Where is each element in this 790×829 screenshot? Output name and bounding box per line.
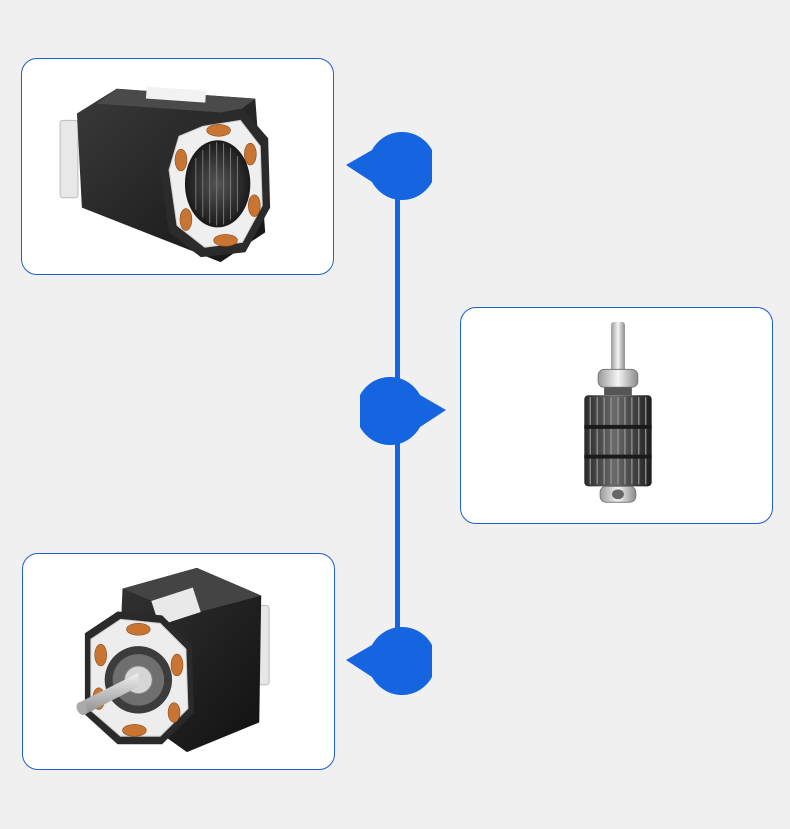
timeline-marker-bottom — [342, 625, 432, 695]
motor-stator-image — [59, 86, 271, 263]
rotor-card — [460, 307, 773, 524]
timeline-marker-top — [342, 130, 432, 200]
stator-card — [21, 58, 334, 275]
motor-rotor-image — [584, 321, 652, 503]
assembled-motor-image — [76, 567, 270, 753]
timeline-marker-mid — [360, 375, 450, 445]
assembled-card — [22, 553, 335, 770]
